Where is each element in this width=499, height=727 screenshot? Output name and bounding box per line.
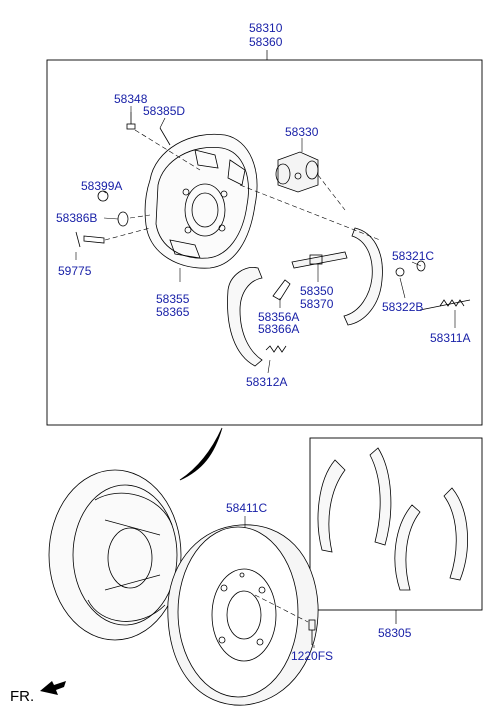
label-spring-pin: 59775 (58, 264, 92, 278)
adjuster (272, 251, 348, 301)
label-drum: 58411C (226, 501, 268, 515)
label-hub-bolt: 1220FS (291, 649, 334, 663)
label-adjuster-1: 58350 (300, 284, 334, 298)
label-backing-plate-1: 58355 (156, 292, 190, 306)
label-spring: 58312A (246, 375, 288, 389)
label-clip-b: 58322B (382, 300, 424, 314)
springs-clips (265, 260, 471, 353)
label-return-spring: 58311A (430, 331, 471, 345)
front-arrow-icon (40, 681, 66, 695)
backing-plate-upper (144, 133, 258, 269)
brake-drum (167, 524, 319, 706)
label-pin: 58385D (143, 104, 186, 118)
label-clip-c: 58321C (392, 249, 435, 263)
wheel-cylinder (275, 151, 319, 193)
label-grommet: 58386B (56, 211, 98, 225)
label-assembly-1: 58310 (249, 21, 283, 35)
label-plug: 58399A (81, 179, 123, 193)
label-bolt: 58348 (114, 92, 148, 106)
front-label: FR. (10, 688, 35, 705)
brake-shoes-upper (227, 227, 383, 367)
leader-lines (75, 106, 456, 648)
hub-bolt (308, 619, 316, 645)
label-adjuster-2: 58370 (300, 297, 334, 311)
label-lever-1: 58356A (258, 310, 300, 324)
upper-frame (46, 59, 483, 426)
label-assembly-2: 58360 (249, 35, 283, 49)
label-backing-plate-2: 58365 (156, 305, 190, 319)
shoe-kit-parts (317, 447, 468, 591)
assembly-guide-lines (104, 129, 381, 241)
backing-plate-assembled (48, 469, 182, 641)
label-lever-2: 58366A (258, 322, 300, 336)
label-shoe-kit: 58305 (378, 626, 412, 640)
callout-arrow (179, 427, 223, 481)
label-wheel-cylinder: 58330 (285, 125, 319, 139)
